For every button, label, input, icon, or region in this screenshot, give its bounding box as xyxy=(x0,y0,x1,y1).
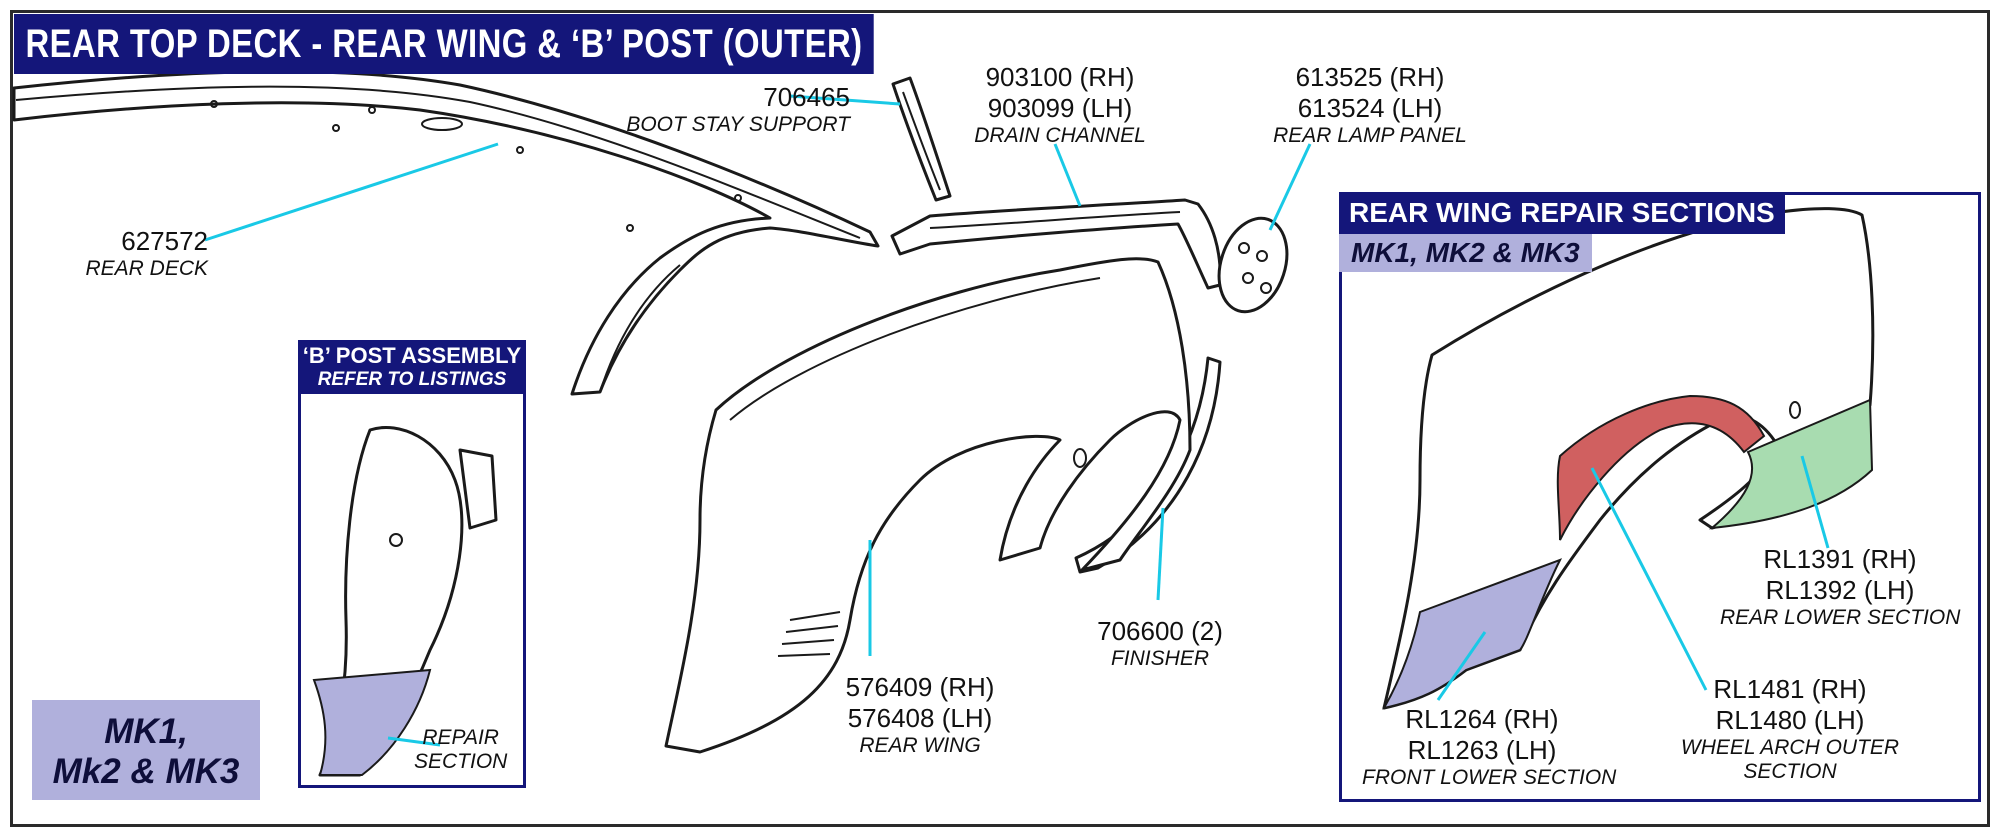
rear-lower-caption: REAR LOWER SECTION xyxy=(1720,606,1961,629)
boot-stay-label: 706465 BOOT STAY SUPPORT xyxy=(626,82,850,137)
repair-sections-subtitle: MK1, MK2 & MK3 xyxy=(1339,234,1592,272)
badge-line-1: MK1, xyxy=(104,712,188,751)
diagram-frame xyxy=(10,10,1990,827)
repair-caption-1: REPAIR xyxy=(422,726,499,749)
lamp-panel-label: 613525 (RH) 613524 (LH) REAR LAMP PANEL xyxy=(1270,62,1470,148)
rear-deck-number: 627572 xyxy=(121,226,208,256)
rear-deck-label: 627572 REAR DECK xyxy=(85,226,208,281)
boot-stay-part xyxy=(891,76,952,202)
finisher-number: 706600 (2) xyxy=(1097,616,1223,646)
rear-deck-caption: REAR DECK xyxy=(85,257,208,280)
wheel-arch-number-rh: RL1481 (RH) xyxy=(1713,674,1867,704)
leader-lines xyxy=(204,94,1830,747)
front-lower-label: RL1264 (RH) RL1263 (LH) FRONT LOWER SECT… xyxy=(1362,704,1617,790)
drain-channel-caption: DRAIN CHANNEL xyxy=(974,124,1146,147)
rear-wing-number-rh: 576409 (RH) xyxy=(845,672,995,702)
front-lower-caption: FRONT LOWER SECTION xyxy=(1362,766,1617,789)
rear-lower-number-lh: RL1392 (LH) xyxy=(1765,575,1915,605)
wheel-arch-label: RL1481 (RH) RL1480 (LH) WHEEL ARCH OUTER… xyxy=(1670,674,1910,784)
front-lower-number-lh: RL1263 (LH) xyxy=(1407,735,1557,765)
rear-lower-number-rh: RL1391 (RH) xyxy=(1763,544,1917,574)
b-post-header: ‘B’ POST ASSEMBLY REFER TO LISTINGS xyxy=(298,340,526,394)
rear-wing-caption: REAR WING xyxy=(859,734,981,757)
front-lower-number-rh: RL1264 (RH) xyxy=(1405,704,1559,734)
rear-deck-part xyxy=(12,69,880,396)
rear-wing-number-lh: 576408 (LH) xyxy=(847,703,993,733)
rear-lower-label: RL1391 (RH) RL1392 (LH) REAR LOWER SECTI… xyxy=(1720,544,1960,630)
repair-section-label: REPAIR SECTION xyxy=(414,726,507,774)
boot-stay-number: 706465 xyxy=(763,82,850,112)
badge-line-2: Mk2 & MK3 xyxy=(52,752,240,791)
wheel-arch-number-lh: RL1480 (LH) xyxy=(1715,705,1865,735)
b-post-subtitle: REFER TO LISTINGS xyxy=(317,369,507,390)
drain-channel-number-lh: 903099 (LH) xyxy=(987,93,1133,123)
finisher-label: 706600 (2) FINISHER xyxy=(1080,616,1240,671)
boot-stay-caption: BOOT STAY SUPPORT xyxy=(626,113,850,136)
lamp-panel-number-rh: 613525 (RH) xyxy=(1295,62,1445,92)
rear-wing-label: 576409 (RH) 576408 (LH) REAR WING xyxy=(830,672,1010,758)
drain-channel-label: 903100 (RH) 903099 (LH) DRAIN CHANNEL xyxy=(970,62,1150,148)
model-badge: MK1, Mk2 & MK3 xyxy=(32,700,260,800)
repair-wing-part xyxy=(1382,207,1875,710)
lamp-panel-number-lh: 613524 (LH) xyxy=(1297,93,1443,123)
b-post-part xyxy=(312,425,498,777)
page-title: REAR TOP DECK - REAR WING & ‘B’ POST (OU… xyxy=(14,14,874,74)
finisher-caption: FINISHER xyxy=(1110,647,1209,670)
lamp-panel-caption: REAR LAMP PANEL xyxy=(1273,124,1467,147)
lamp-panel-part xyxy=(1217,216,1289,314)
wheel-arch-caption-1: WHEEL ARCH OUTER xyxy=(1680,736,1900,759)
b-post-panel xyxy=(298,340,526,788)
drain-channel-number-rh: 903100 (RH) xyxy=(985,62,1135,92)
repair-caption-2: SECTION xyxy=(414,750,508,773)
wheel-arch-caption-2: SECTION xyxy=(1743,760,1837,783)
repair-sections-title: REAR WING REPAIR SECTIONS xyxy=(1339,192,1785,234)
b-post-title: ‘B’ POST ASSEMBLY xyxy=(302,343,522,368)
rear-wing-part xyxy=(664,257,1192,754)
